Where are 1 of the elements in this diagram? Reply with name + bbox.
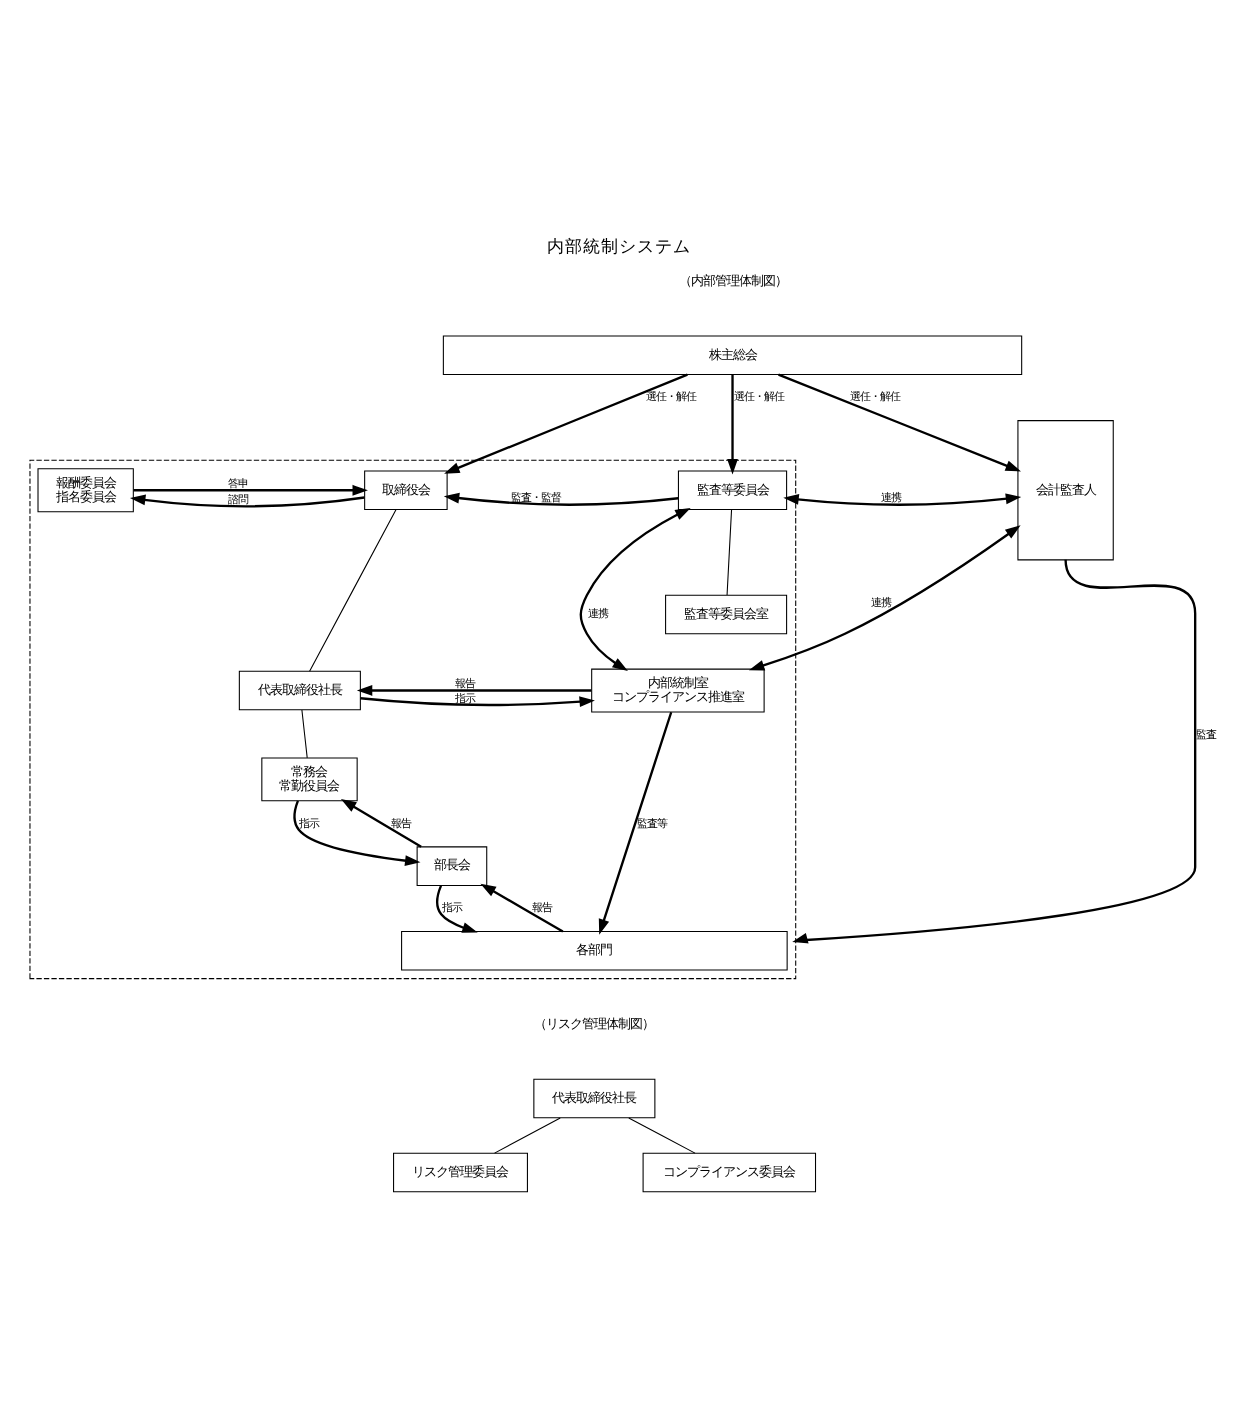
- diagram-title: 内部統制システム: [547, 238, 691, 259]
